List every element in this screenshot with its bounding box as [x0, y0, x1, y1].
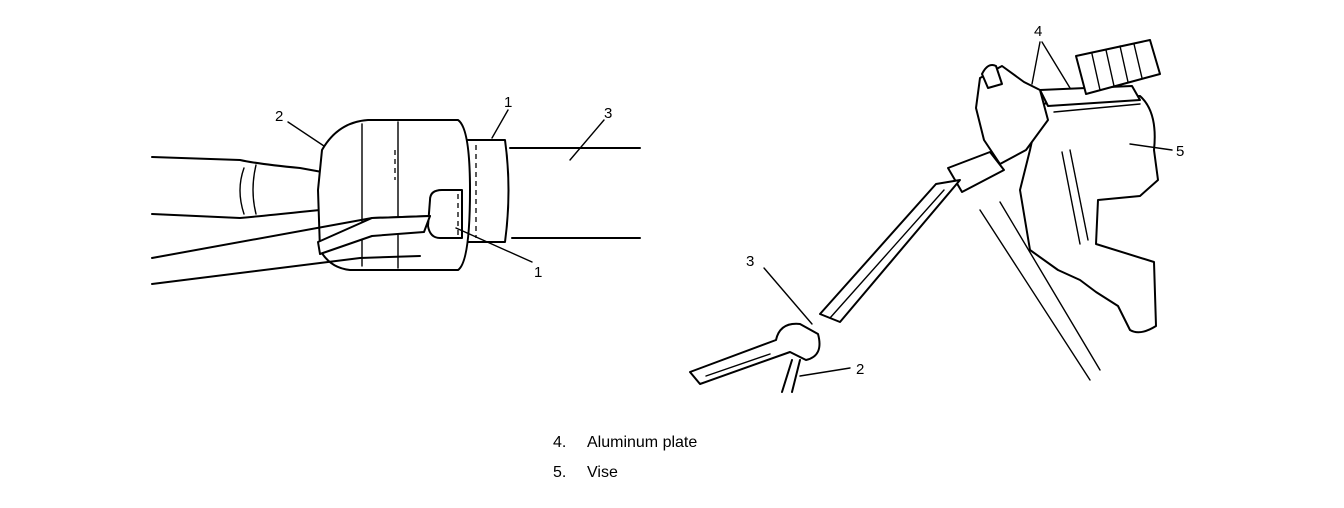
parts-legend: 4. Aluminum plate 5. Vise: [553, 428, 697, 488]
leader-4b: [1041, 41, 1071, 89]
callout-3-right: 3: [746, 253, 754, 270]
callout-3: 3: [604, 105, 612, 122]
clamp-ring-drawing: [465, 139, 510, 243]
leader-3r: [763, 267, 813, 325]
leader-1a: [491, 109, 509, 139]
wrench-handle-line: [705, 353, 771, 377]
boot-drawing: [151, 156, 323, 219]
right-view-drawing: 4 5 3 2: [689, 23, 1184, 393]
rack-boot-folds: [1091, 43, 1143, 91]
legend-text: Vise: [587, 464, 618, 481]
leader-2r: [799, 367, 851, 377]
vise-base-line: [979, 201, 1101, 381]
legend-number: 4.: [553, 434, 567, 451]
left-view-drawing: 1 1 2 3: [151, 94, 641, 285]
tie-rod-highlight: [829, 189, 945, 319]
callout-2-right: 2: [856, 361, 864, 378]
rack-boot-drawing: [1075, 39, 1161, 95]
wrench-lower-handle: [781, 359, 801, 393]
vise-jaw-line: [1053, 103, 1141, 245]
callout-4: 4: [1034, 23, 1042, 40]
leader-4a: [1031, 41, 1041, 85]
callout-5: 5: [1176, 143, 1184, 160]
rack-housing-drawing: [975, 65, 1049, 165]
leader-2: [287, 121, 325, 147]
pliers-head-edge: [361, 121, 399, 269]
leader-3: [569, 119, 605, 161]
callout-2: 2: [275, 108, 283, 125]
pliers-jaw-drawing: [427, 189, 463, 239]
pliers-handle-grip: [317, 215, 431, 255]
legend-item: 5. Vise: [553, 458, 697, 488]
callout-1b: 1: [534, 264, 542, 281]
leader-5: [1129, 143, 1173, 151]
shaft-drawing: [509, 147, 641, 239]
wrench-drawing: [689, 322, 821, 385]
callout-1a: 1: [504, 94, 512, 111]
legend-text: Aluminum plate: [587, 434, 698, 451]
legend-number: 5.: [553, 464, 567, 481]
leader-1b: [455, 227, 533, 263]
legend-item: 4. Aluminum plate: [553, 428, 697, 458]
boot-fold-drawing: [239, 164, 257, 215]
tie-rod-drawing: [947, 151, 1005, 193]
rack-valve-drawing: [981, 64, 1003, 89]
vise-drawing: [1019, 95, 1159, 334]
